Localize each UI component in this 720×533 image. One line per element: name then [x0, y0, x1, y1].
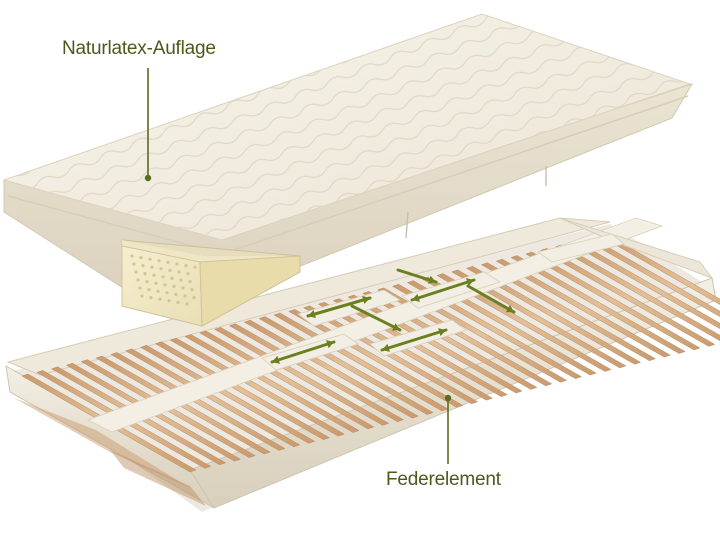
latex-hole — [130, 254, 134, 258]
leader-dot-bottom — [444, 394, 452, 402]
wooden-slat — [451, 269, 627, 369]
latex-hole — [193, 265, 197, 269]
arrow-head — [308, 310, 316, 319]
wooden-slat — [510, 255, 686, 354]
latex-hole — [186, 272, 190, 276]
arrow-head — [412, 293, 420, 302]
latex-hole — [161, 275, 165, 279]
wooden-slat — [554, 244, 720, 342]
wooden-slat — [139, 345, 316, 444]
latex-hole — [163, 283, 167, 287]
wooden-slat — [199, 330, 375, 430]
latex-hole — [136, 278, 140, 282]
latex-hole — [152, 273, 156, 277]
wooden-slat — [495, 258, 671, 358]
latex-hole — [157, 259, 161, 263]
latex-hole — [156, 289, 160, 293]
latex-hole — [184, 264, 188, 268]
arrow-head — [326, 340, 334, 349]
latex-hole — [132, 262, 136, 266]
wooden-slat — [480, 262, 657, 361]
flex-direction-arrows — [270, 268, 516, 364]
callout-lines — [144, 68, 452, 464]
wooden-slat — [436, 273, 612, 372]
latex-hole — [176, 300, 180, 304]
wooden-slat — [125, 348, 301, 448]
leader-dot-top — [144, 174, 152, 182]
wooden-slat — [243, 319, 419, 419]
wooden-slat — [154, 341, 330, 440]
wooden-slat — [214, 327, 390, 426]
latex-hole — [134, 270, 138, 274]
arrow-shaft — [350, 304, 402, 332]
wooden-slat — [466, 266, 642, 365]
arrow-shaft — [306, 296, 372, 318]
arrow-head — [362, 295, 370, 304]
latex-hole — [174, 292, 178, 296]
slatted-frame — [5, 217, 720, 512]
latex-hole — [139, 256, 143, 260]
wooden-slat — [540, 248, 716, 347]
wooden-slat — [525, 251, 701, 351]
naturlatex-label: Naturlatex-Auflage — [62, 38, 216, 59]
latex-hole — [140, 294, 144, 298]
latex-hole — [166, 260, 170, 264]
latex-hole — [175, 262, 179, 266]
latex-hole — [148, 257, 152, 261]
arrow-shaft — [270, 340, 336, 364]
wooden-slat — [228, 323, 405, 423]
arrow-shaft — [380, 328, 448, 352]
latex-hole — [185, 302, 189, 306]
wooden-slat — [169, 337, 345, 437]
latex-hole — [172, 284, 176, 288]
arrow-head — [272, 355, 280, 364]
latex-hole — [179, 278, 183, 282]
latex-hole — [188, 280, 192, 284]
arrow-head — [438, 328, 446, 337]
latex-hole — [183, 294, 187, 298]
latex-hole — [138, 286, 142, 290]
arrow-head — [428, 275, 436, 284]
latex-hole — [143, 272, 147, 276]
latex-hole — [192, 296, 196, 300]
latex-hole — [158, 297, 162, 301]
arrow-shaft — [466, 284, 516, 314]
wooden-slat — [184, 334, 360, 433]
latex-hole — [149, 296, 153, 300]
wooden-slat — [110, 352, 286, 451]
latex-hole — [168, 268, 172, 272]
latex-hole — [170, 276, 174, 280]
latex-hole — [154, 281, 158, 285]
arrow-head — [466, 278, 474, 287]
latex-hole — [190, 288, 194, 292]
latex-hole — [167, 299, 171, 303]
latex-hole — [177, 270, 181, 274]
latex-hole — [181, 286, 185, 290]
latex-hole — [159, 267, 163, 271]
federelement-label: Federelement — [386, 469, 501, 490]
arrow-head — [382, 343, 390, 352]
latex-hole — [145, 280, 149, 284]
latex-core-cutaway — [121, 239, 301, 327]
latex-hole — [165, 291, 169, 295]
latex-hole — [141, 264, 145, 268]
arrow-head — [391, 323, 400, 331]
arrow-shaft — [410, 278, 476, 302]
latex-hole — [150, 265, 154, 269]
latex-hole — [147, 288, 151, 292]
arrow-head — [505, 304, 514, 313]
latex-pinholes — [130, 254, 197, 306]
